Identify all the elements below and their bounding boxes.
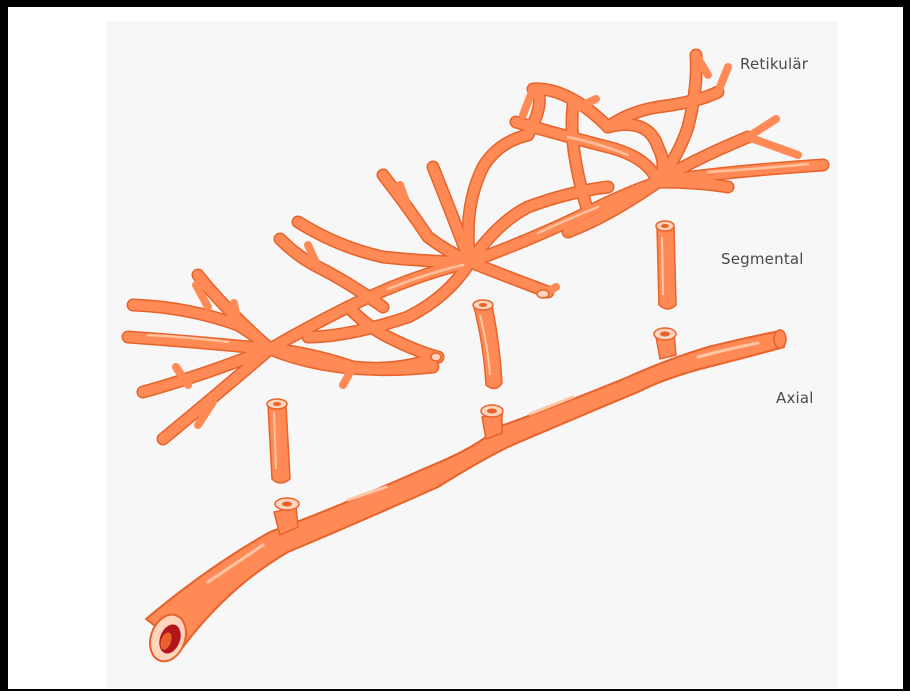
reticular-network xyxy=(128,55,823,439)
vascular-diagram xyxy=(8,7,910,698)
segmental-vessel-middle xyxy=(473,300,502,389)
segmental-vessel-right xyxy=(656,221,676,309)
label-reticular: Retikulär xyxy=(740,55,808,73)
segmental-vessel-left xyxy=(267,399,290,483)
label-segmental: Segmental xyxy=(721,250,804,268)
label-axial: Axial xyxy=(776,389,814,407)
